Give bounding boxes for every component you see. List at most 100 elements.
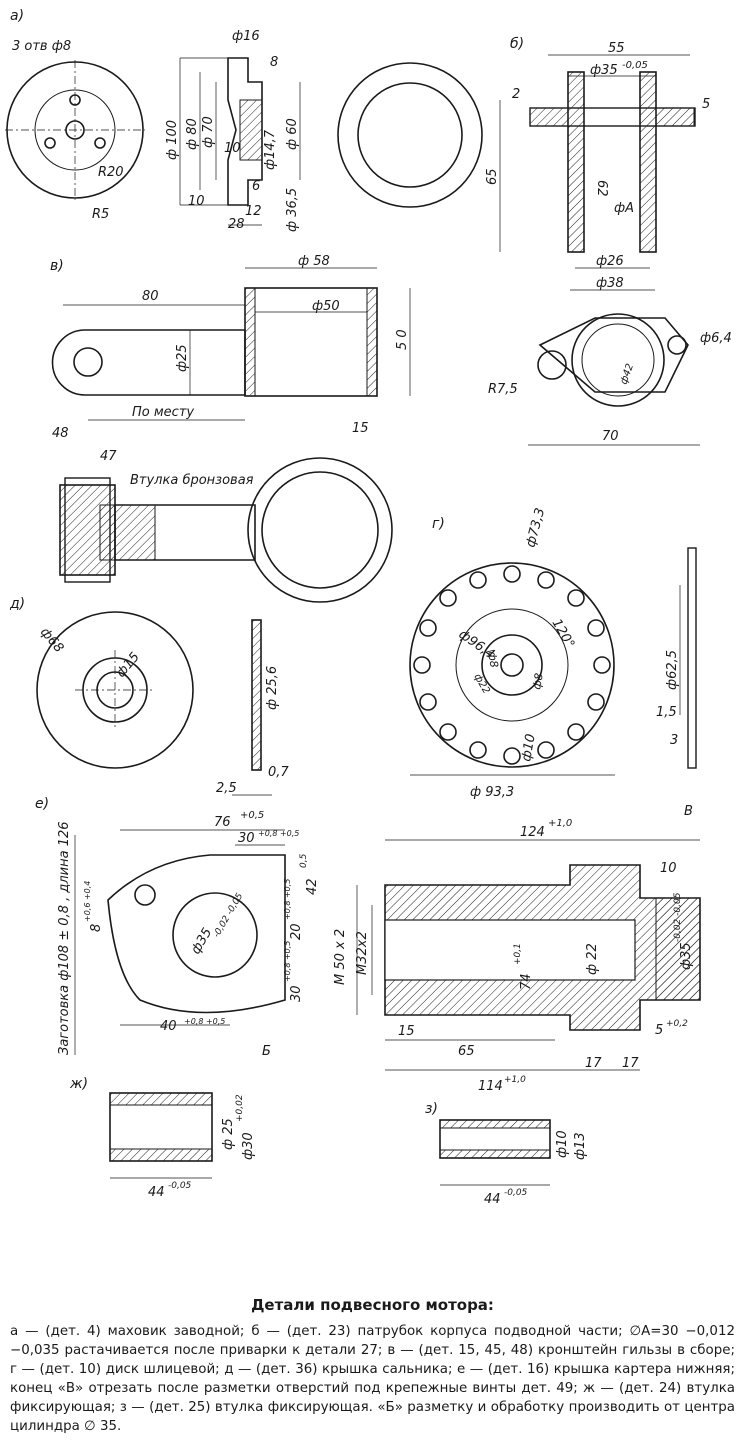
label-g: г) [432, 516, 445, 532]
label-v: в) [50, 258, 64, 274]
dim-e-35r: ф35 [679, 942, 694, 970]
dim-e-30tol: +0,8 +0,5 [258, 829, 299, 838]
dim-z-44: 44 [484, 1192, 501, 1207]
dim-e-42: 42 [305, 878, 320, 895]
dim-e-8: 8 [89, 924, 104, 932]
dim-z-44tol: -0,05 [504, 1188, 528, 1198]
label-z: з) [425, 1101, 438, 1117]
dim-v-vtulka: Втулка бронзовая [130, 473, 254, 488]
dim-v-64: ф6,4 [700, 331, 732, 346]
dim-b-35: ф35 [590, 63, 618, 78]
dim-e-20tol: +0,8 +0,5 [283, 879, 292, 920]
dim-e-17a: 17 [585, 1056, 602, 1071]
dim-e-35rtol: -0,02 -0,05 [673, 892, 683, 942]
dim-e-zagot: Заготовка ф108 ± 0,8 , длина 126 [57, 821, 72, 1055]
fig-e-cover-section [356, 839, 701, 1071]
dim-g-625: ф62,5 [665, 650, 680, 690]
dim-v-80: 80 [142, 289, 159, 304]
fig-a-flywheel-front [5, 60, 145, 200]
dim-e-5: 5 [655, 1023, 663, 1038]
dim-d-25: 2,5 [216, 781, 237, 796]
dim-d-256: ф 25,6 [265, 666, 280, 710]
dim-e-76: 76 [214, 815, 231, 830]
label-e: е) [35, 796, 49, 812]
dim-v-58: ф 58 [298, 254, 330, 269]
dim-g-8a: ф8 [485, 650, 501, 668]
dim-d-07: 0,7 [268, 765, 289, 780]
dim-b-2: 2 [512, 87, 520, 102]
dim-v-15: 15 [352, 421, 369, 436]
dim-g-15: 1,5 [656, 705, 677, 720]
dim-e-65: 65 [458, 1044, 475, 1059]
dim-zh-30: ф30 [241, 1132, 256, 1160]
dim-g-933: ф 93,3 [470, 785, 514, 800]
fig-g-disc-side [679, 547, 697, 769]
dim-b-26: ф26 [596, 254, 624, 269]
dim-e-B: Б [262, 1044, 271, 1059]
dim-zh-44tol: -0,05 [168, 1181, 192, 1191]
dim-e-42tol: 0,5 [299, 853, 309, 868]
dim-a-d6: 6 [252, 179, 260, 194]
dim-v-48: 48 [52, 426, 69, 441]
fig-e-cover-profile [74, 829, 286, 1055]
fig-z-bushing [439, 1119, 551, 1186]
dim-b-38: ф38 [596, 276, 624, 291]
dim-e-5tol: +0,2 [666, 1019, 688, 1029]
fig-v-gasket [528, 313, 700, 446]
dim-e-m50: M 50 x 2 [333, 929, 348, 985]
dim-b-35tol: -0,05 [622, 60, 648, 71]
label-d: д) [9, 596, 25, 612]
dim-a-d70: ф 70 [201, 116, 216, 148]
dim-e-30btol: +0,8 +0,5 [283, 941, 292, 982]
dim-e-114: 114 [478, 1079, 503, 1094]
dim-g-8b: ф8 [530, 672, 546, 690]
dim-a-d28: 28 [228, 217, 245, 232]
dim-b-62: 62 [594, 180, 609, 197]
dim-a-r20: R20 [98, 165, 124, 180]
dim-e-114tol: +1,0 [504, 1075, 526, 1085]
fig-zh-bushing [109, 1092, 213, 1179]
dim-e-30: 30 [238, 831, 255, 846]
dim-zh-25: ф 25 [221, 1118, 236, 1150]
fig-v-bracket-section [51, 267, 411, 421]
dim-e-m32: M32x2 [355, 931, 370, 975]
label-b: б) [510, 36, 524, 52]
fig-a-flywheel-back [337, 62, 483, 208]
dim-e-10: 10 [660, 861, 677, 876]
dim-e-15: 15 [398, 1024, 415, 1039]
dim-e-40: 40 [160, 1019, 177, 1034]
fig-d-gland-front [36, 611, 194, 769]
dim-v-mesto: По месту [132, 405, 194, 420]
dim-a-d365: ф 36,5 [285, 188, 300, 232]
dim-e-V: В [684, 804, 693, 819]
dim-e-76tol: +0,5 [240, 810, 264, 821]
dim-a-d12: 12 [245, 204, 262, 219]
dim-v-70: 70 [602, 429, 619, 444]
dim-a-d8: 8 [270, 55, 278, 70]
fig-v-bracket-assembly [59, 457, 393, 603]
dim-g-733: ф73,3 [523, 506, 548, 549]
dim-d-68: ф68 [37, 625, 66, 656]
dim-b-55: 55 [608, 41, 625, 56]
dim-v-50: ф50 [312, 299, 340, 314]
dim-g-10: ф10 [519, 733, 539, 763]
dim-e-35: ф35 [188, 926, 215, 957]
dim-a-d60: ф 60 [285, 118, 300, 150]
label-zh: ж) [69, 1076, 88, 1092]
dim-v-42: ф42 [618, 362, 636, 386]
dim-a-d100: ф 100 [165, 120, 180, 160]
disc-holes [413, 565, 611, 765]
dim-v-47: 47 [100, 449, 117, 464]
dim-e-124tol: +1,0 [548, 818, 572, 829]
dim-a-holes: 3 отв ф8 [12, 39, 71, 54]
dim-e-74tol: +0,1 [513, 943, 523, 965]
dim-z-10: ф10 [555, 1130, 570, 1158]
fig-a-flywheel-section [179, 57, 301, 226]
dim-v-50b: 5 0 [395, 329, 410, 350]
dim-zh-30tol: +0,02 [235, 1094, 245, 1122]
dim-b-5: 5 [702, 97, 710, 112]
dim-a-d14: ф14,7 [263, 129, 278, 170]
dim-e-74: 74 [519, 973, 534, 990]
dim-e-40tol: +0,8 +0,5 [184, 1017, 225, 1026]
fig-b-pipe-section [499, 54, 696, 291]
